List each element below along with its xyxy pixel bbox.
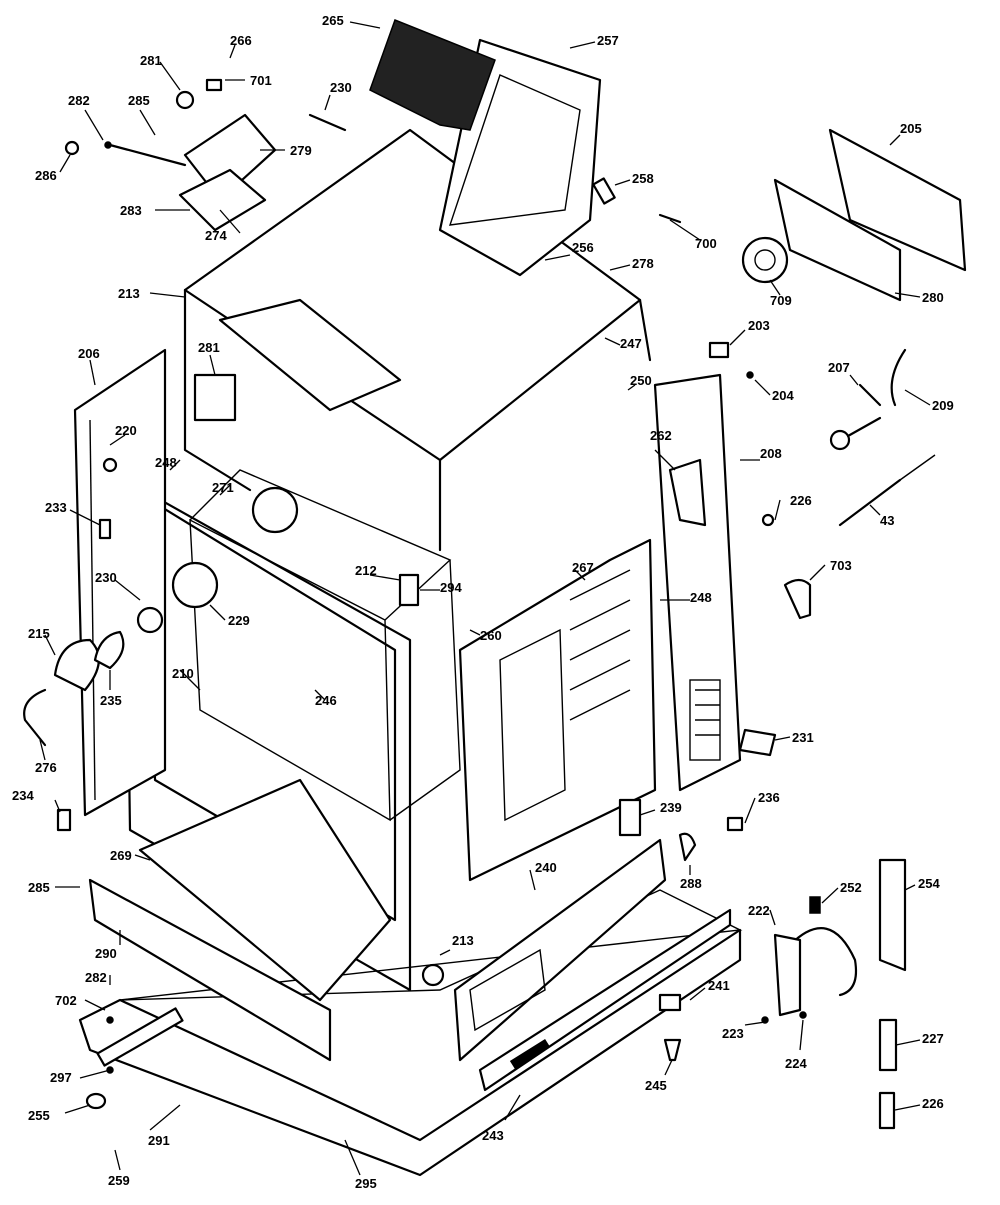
callout-282-top: 282 <box>68 93 90 108</box>
callout-207: 207 <box>828 360 850 375</box>
callout-239: 239 <box>660 800 682 815</box>
callout-212: 212 <box>355 563 377 578</box>
callout-250: 250 <box>630 373 652 388</box>
callout-208: 208 <box>760 446 782 461</box>
callout-248-top: 248 <box>155 455 177 470</box>
callout-297: 297 <box>50 1070 72 1085</box>
callout-700: 700 <box>695 236 717 251</box>
callout-252: 252 <box>840 880 862 895</box>
leader-lines <box>39 21 931 1176</box>
callout-246: 246 <box>315 693 337 708</box>
callout-223: 223 <box>722 1026 744 1041</box>
callout-231: 231 <box>792 730 814 745</box>
callout-220: 220 <box>115 423 137 438</box>
filter-mesh <box>369 19 496 131</box>
callout-295: 295 <box>355 1176 377 1191</box>
callout-labels: 266 701 281 282 285 286 274 283 279 230 … <box>12 13 954 1191</box>
callout-226-bottom: 226 <box>922 1096 944 1111</box>
callout-227: 227 <box>922 1031 944 1046</box>
callout-247: 247 <box>620 336 642 351</box>
callout-229: 229 <box>228 613 250 628</box>
callout-267: 267 <box>572 560 594 575</box>
burner-assembly <box>108 113 277 232</box>
callout-206: 206 <box>78 346 100 361</box>
callout-235: 235 <box>100 693 122 708</box>
callout-230-mid: 230 <box>95 570 117 585</box>
callout-271: 271 <box>212 480 234 495</box>
callout-203: 203 <box>748 318 770 333</box>
callout-286: 286 <box>35 168 57 183</box>
callout-222: 222 <box>748 903 770 918</box>
callout-257: 257 <box>597 33 619 48</box>
callout-701: 701 <box>250 73 272 88</box>
callout-702: 702 <box>55 993 77 1008</box>
callout-205: 205 <box>900 121 922 136</box>
callout-241: 241 <box>708 978 730 993</box>
callout-265: 265 <box>322 13 344 28</box>
callout-274: 274 <box>205 228 227 243</box>
callout-204: 204 <box>772 388 794 403</box>
callout-254: 254 <box>918 876 940 891</box>
callout-279: 279 <box>290 143 312 158</box>
callout-276: 276 <box>35 760 57 775</box>
callout-226-mid: 226 <box>790 493 812 508</box>
callout-291: 291 <box>148 1133 170 1148</box>
callout-233: 233 <box>45 500 67 515</box>
callout-215: 215 <box>28 626 50 641</box>
callout-288: 288 <box>680 876 702 891</box>
callout-213-bottom: 213 <box>452 933 474 948</box>
callout-259: 259 <box>108 1173 130 1188</box>
callout-269: 269 <box>110 848 132 863</box>
callout-262: 262 <box>650 428 672 443</box>
callout-280: 280 <box>922 290 944 305</box>
callout-245: 245 <box>645 1078 667 1093</box>
callout-281-mid: 281 <box>198 340 220 355</box>
callout-258: 258 <box>632 171 654 186</box>
callout-285-bottom: 285 <box>28 880 50 895</box>
callout-243: 243 <box>482 1128 504 1143</box>
callout-294: 294 <box>440 580 462 595</box>
callout-213-top: 213 <box>118 286 140 301</box>
callout-281-top: 281 <box>140 53 162 68</box>
callout-278: 278 <box>632 256 654 271</box>
callout-210: 210 <box>172 666 194 681</box>
callout-290: 290 <box>95 946 117 961</box>
back-panel <box>741 128 967 302</box>
left-side-panel <box>73 348 167 817</box>
callout-248-mid: 248 <box>690 590 712 605</box>
callout-709: 709 <box>770 293 792 308</box>
callout-224: 224 <box>785 1056 807 1071</box>
callout-234: 234 <box>12 788 34 803</box>
callout-209: 209 <box>932 398 954 413</box>
callout-240: 240 <box>535 860 557 875</box>
callout-236: 236 <box>758 790 780 805</box>
callout-703: 703 <box>830 558 852 573</box>
callout-283: 283 <box>120 203 142 218</box>
callout-285-top: 285 <box>128 93 150 108</box>
callout-282-bottom: 282 <box>85 970 107 985</box>
callout-256: 256 <box>572 240 594 255</box>
callout-266: 266 <box>230 33 252 48</box>
callout-255: 255 <box>28 1108 50 1123</box>
callout-230-top: 230 <box>330 80 352 95</box>
callout-43: 43 <box>880 513 894 528</box>
small-parts <box>23 78 936 1130</box>
callout-260: 260 <box>480 628 502 643</box>
